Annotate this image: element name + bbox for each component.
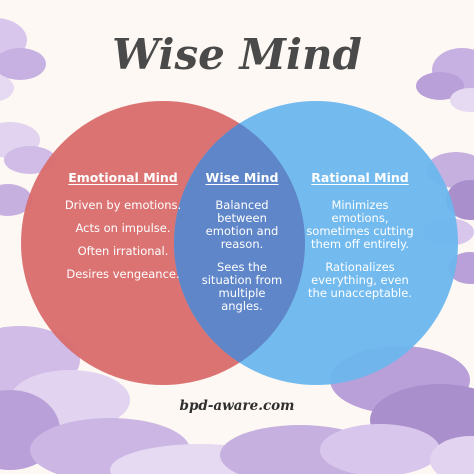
cloud-left — [0, 122, 56, 216]
wise-item: Sees the situation from multiple angles. — [201, 260, 283, 313]
footer-website: bpd-aware.com — [179, 398, 295, 414]
wise-mind-column: Wise Mind Balanced between emotion and r… — [200, 170, 284, 313]
rational-item: Rationalizes everything, even the unacce… — [308, 260, 412, 300]
emotional-item: Often irrational. — [77, 244, 169, 258]
wise-mind-overlap — [174, 101, 305, 385]
rational-mind-heading: Rational Mind — [311, 170, 409, 185]
cloud-bottom — [0, 326, 474, 474]
emotional-mind-column: Emotional Mind Driven by emotions. Acts … — [58, 170, 188, 281]
wise-item: Balanced between emotion and reason. — [205, 198, 279, 251]
rational-mind-column: Rational Mind Minimizes emotions, someti… — [304, 170, 416, 300]
emotional-mind-heading: Emotional Mind — [68, 170, 178, 185]
emotional-item: Desires vengeance. — [66, 267, 180, 281]
cloud-top-right — [416, 48, 474, 112]
cloud-top-left — [0, 18, 46, 102]
rational-item: Minimizes emotions, sometimes cutting th… — [306, 198, 414, 251]
emotional-item: Acts on impulse. — [75, 221, 171, 235]
wise-mind-heading: Wise Mind — [205, 170, 279, 185]
page-title: Wise Mind — [112, 30, 362, 79]
emotional-item: Driven by emotions. — [64, 198, 182, 212]
